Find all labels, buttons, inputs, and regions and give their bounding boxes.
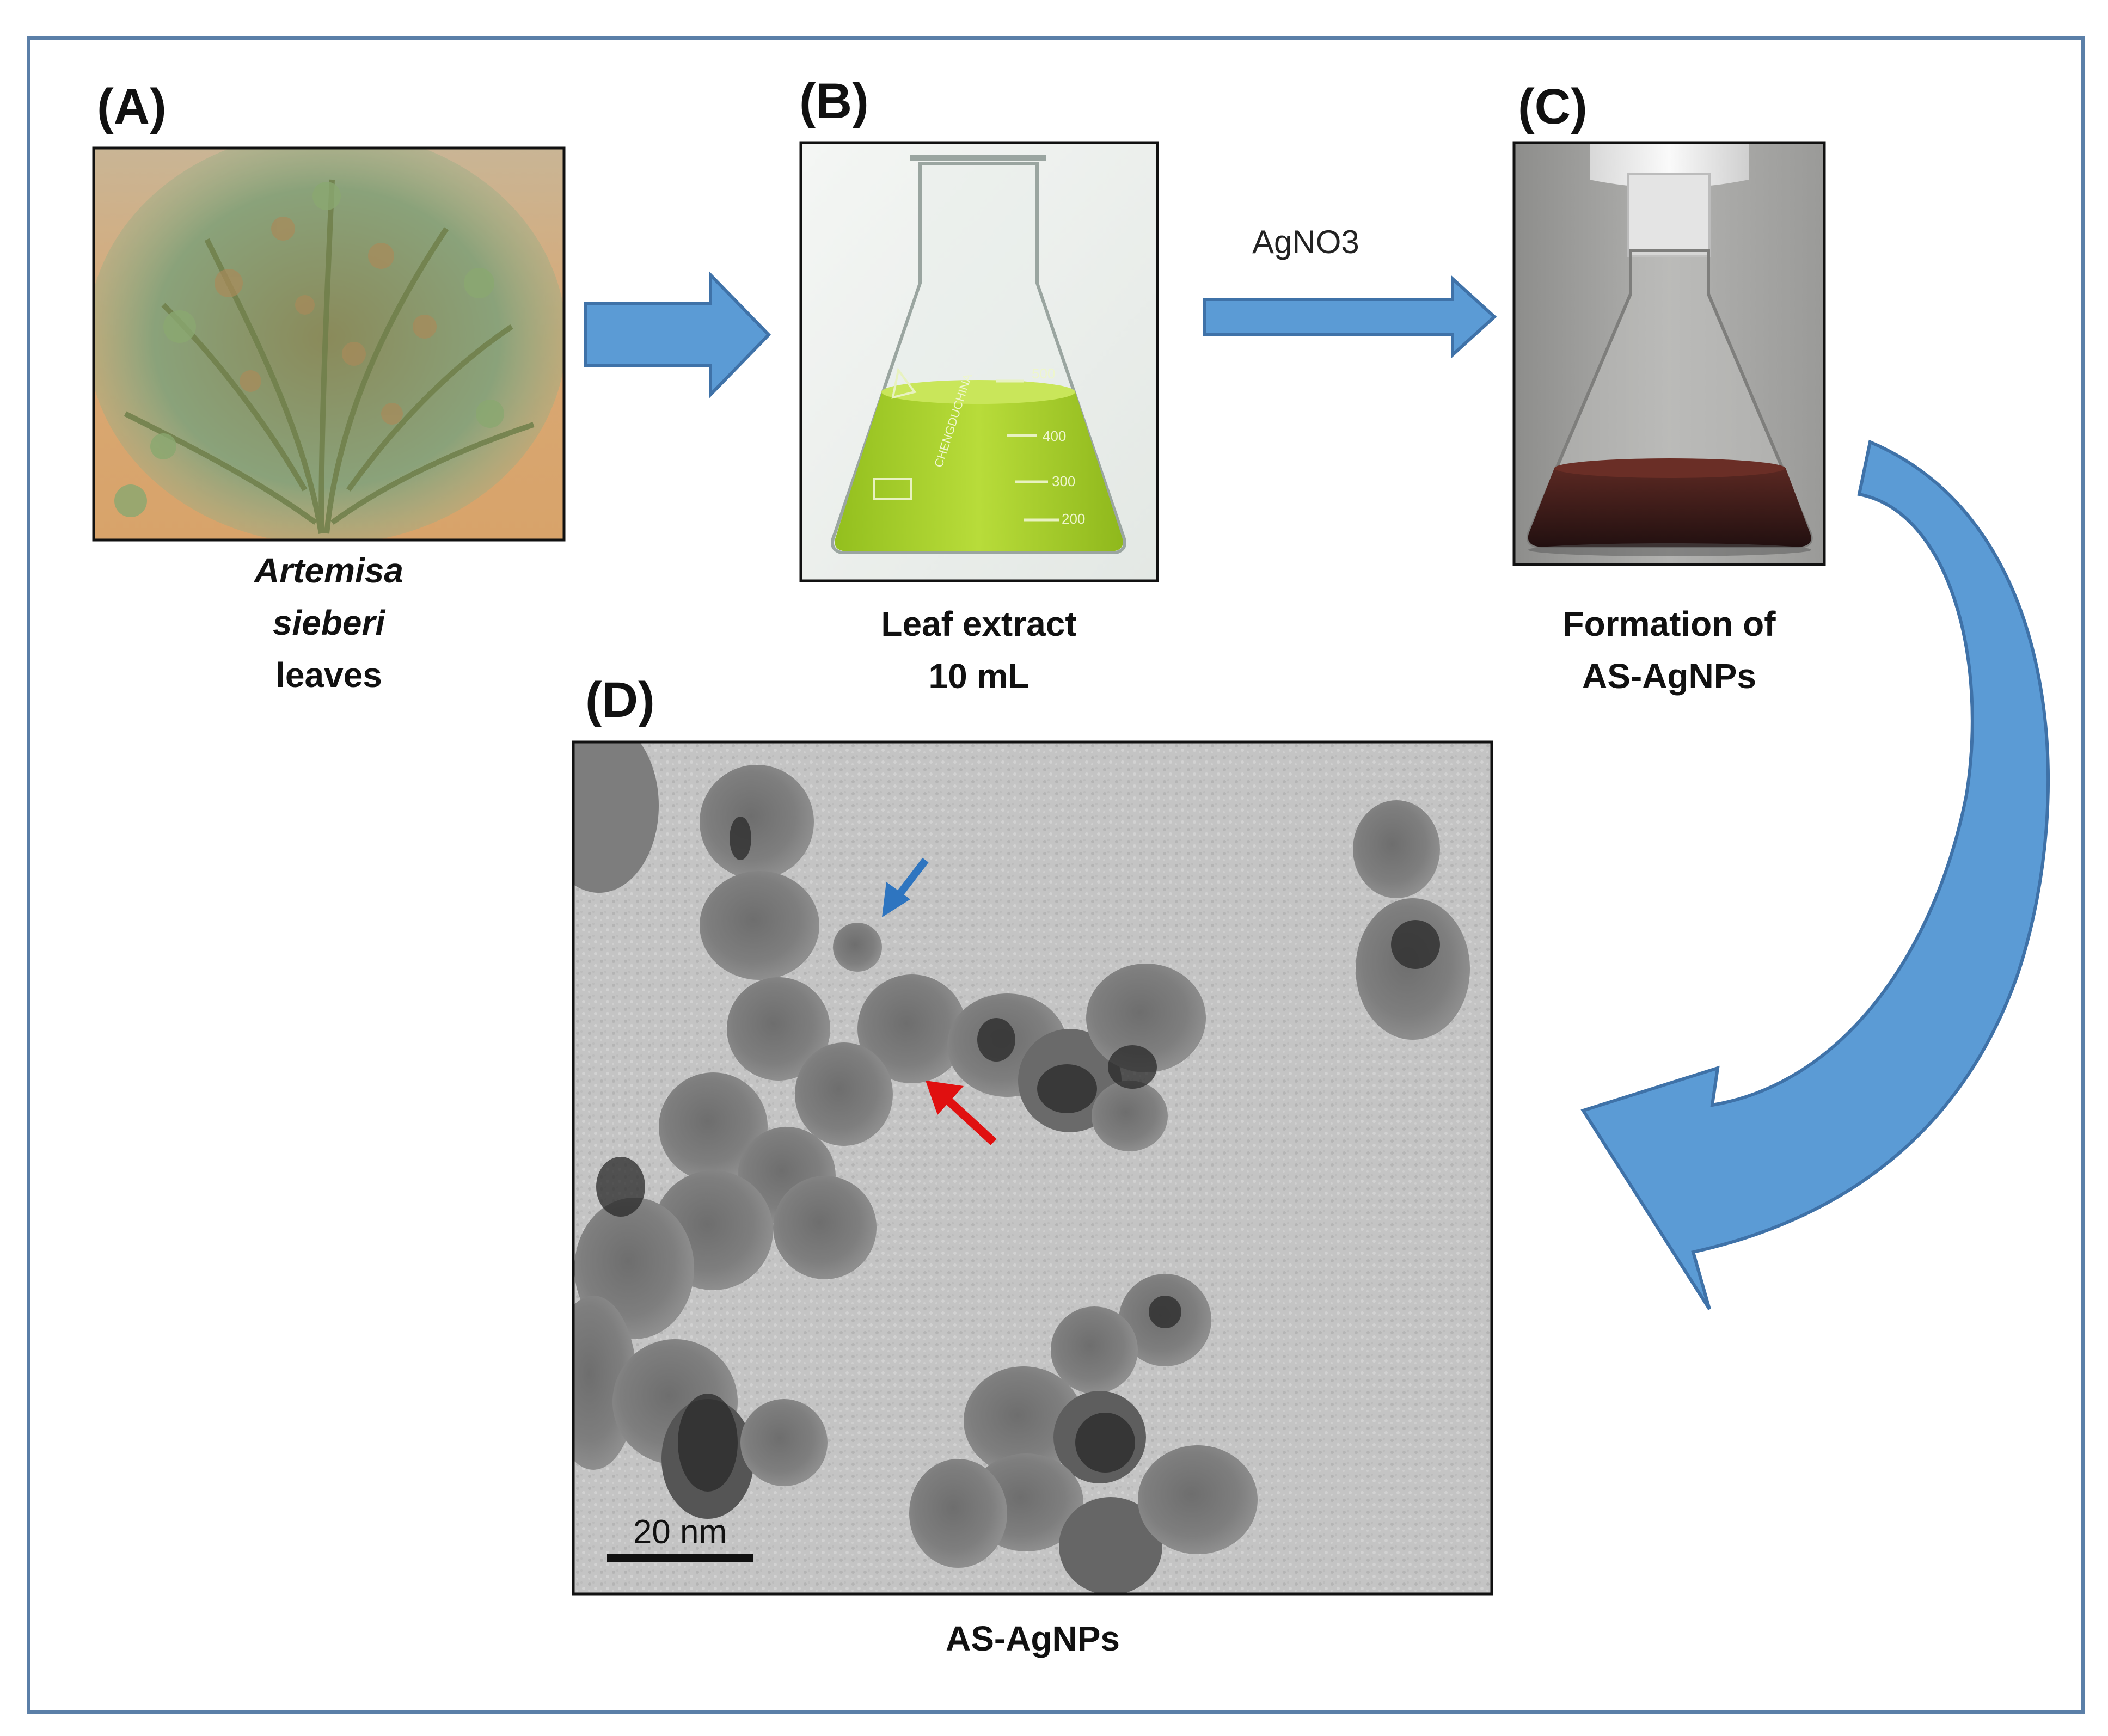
flask-mark-300: 300 [1052,473,1075,489]
panel-label-b: (B) [799,73,869,129]
caption-b-line2: 10 mL [928,657,1030,696]
caption-a-species: Artemisa sieberi [254,551,403,642]
tem-micrograph-border [572,740,1493,1596]
agnp-formation-photo [1514,143,1824,565]
caption-c-line2: AS-AgNPs [1582,657,1757,696]
curved-arrow-c-to-d [1580,439,2050,1310]
arrow-a-to-b [584,271,771,399]
panel-label-c: (C) [1518,79,1588,134]
panel-label-a: (A) [97,79,167,134]
dark-cores [596,817,1440,1492]
caption-d-line1: AS-AgNPs [945,1619,1120,1658]
flask-mark-500: 500 [1032,365,1055,382]
arrow-b-to-c [1203,275,1497,359]
agnp-formation-photo-border [1512,141,1826,566]
reagent-label: AgNO3 [1252,224,1359,260]
caption-b-line1: Leaf extract [881,604,1077,643]
caption-b: Leaf extract 10 mL [843,598,1115,702]
caption-c: Formation of AS-AgNPs [1533,598,1805,702]
plant-photo-border [92,146,566,542]
nanoparticles [573,742,1470,1594]
caption-d: AS-AgNPs [842,1612,1223,1665]
small-particle-indicator-arrow [882,857,929,917]
caption-a-line2: leaves [275,655,382,695]
flask-mark-400: 400 [1043,428,1066,444]
large-particle-indicator-arrow [926,1081,997,1145]
leaf-extract-photo [801,143,1157,581]
leaf-extract-photo-border [799,141,1159,582]
tem-micrograph [573,742,1492,1594]
caption-a: Artemisa sieberi leaves [203,544,455,701]
caption-c-line1: Formation of [1562,604,1776,643]
scale-bar-label: 20 nm [633,1513,727,1551]
scale-bar [607,1554,753,1562]
panel-label-d: (D) [585,672,655,728]
flask-mark-200: 200 [1062,511,1085,527]
plant-photo [94,148,564,540]
